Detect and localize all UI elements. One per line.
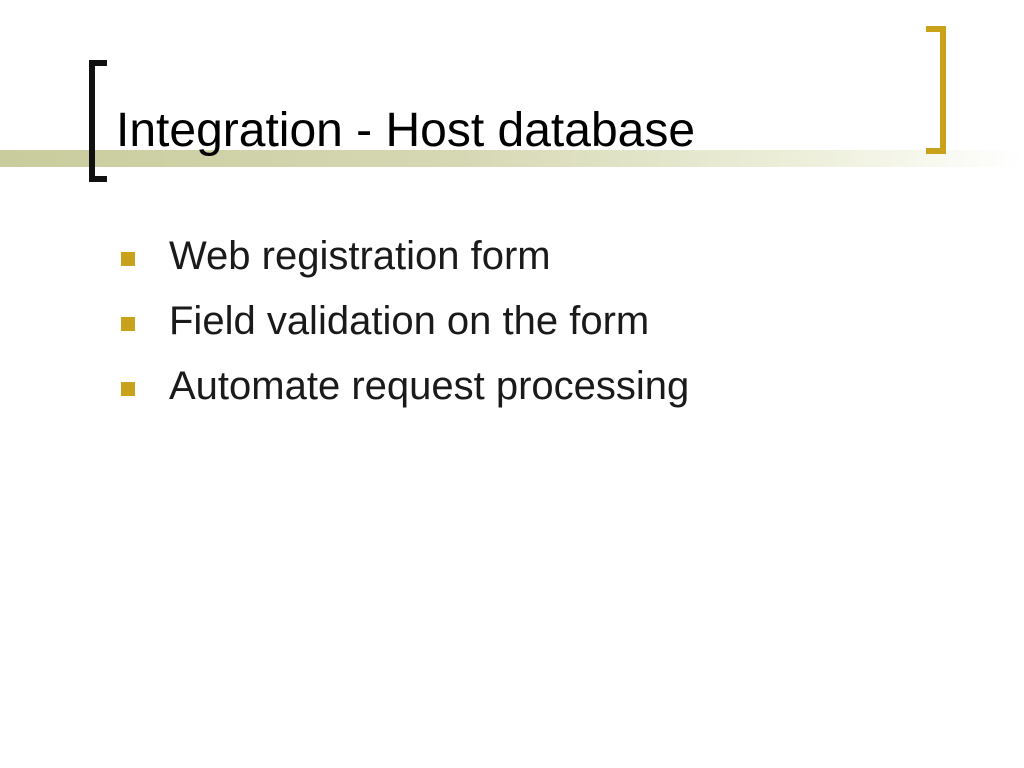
square-bullet-icon bbox=[121, 317, 135, 331]
bullet-text: Field validation on the form bbox=[169, 299, 650, 343]
bullet-item: Field validation on the form bbox=[118, 294, 689, 359]
bullet-text: Automate request processing bbox=[169, 364, 690, 408]
bullet-item: Web registration form bbox=[118, 229, 689, 294]
bullet-text: Web registration form bbox=[169, 234, 551, 278]
bullet-list: Web registration form Field validation o… bbox=[118, 229, 689, 424]
left-bracket-decoration bbox=[89, 60, 107, 182]
title-underline-band bbox=[0, 150, 1024, 167]
square-bullet-icon bbox=[121, 252, 135, 266]
bullet-item: Automate request processing bbox=[118, 359, 689, 424]
slide-title: Integration - Host database bbox=[116, 104, 696, 157]
right-bracket-decoration bbox=[926, 26, 946, 154]
square-bullet-icon bbox=[121, 382, 135, 396]
